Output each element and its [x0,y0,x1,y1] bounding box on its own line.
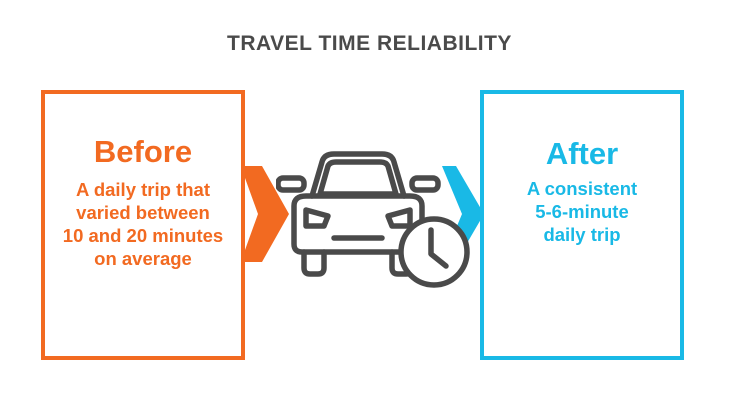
before-line-4: on average [94,248,192,269]
before-description: A daily trip that varied between 10 and … [45,178,241,270]
diagram-title: TRAVEL TIME RELIABILITY [227,32,512,55]
after-heading: After [545,136,619,171]
car-with-clock-icon [276,151,470,288]
after-line-3: daily trip [543,224,621,245]
before-line-3: 10 and 20 minutes [62,225,224,246]
before-heading: Before [93,134,193,169]
before-panel: Before A daily trip that varied between … [41,90,245,360]
before-line-1: A daily trip that [76,179,210,200]
before-line-2: varied between [76,202,210,223]
after-line-1: A consistent [526,178,638,199]
after-panel: After A consistent 5-6-minute daily trip [480,90,684,360]
after-line-2: 5-6-minute [535,201,629,222]
after-description: A consistent 5-6-minute daily trip [484,177,680,246]
before-chevron-right-icon [245,166,289,262]
